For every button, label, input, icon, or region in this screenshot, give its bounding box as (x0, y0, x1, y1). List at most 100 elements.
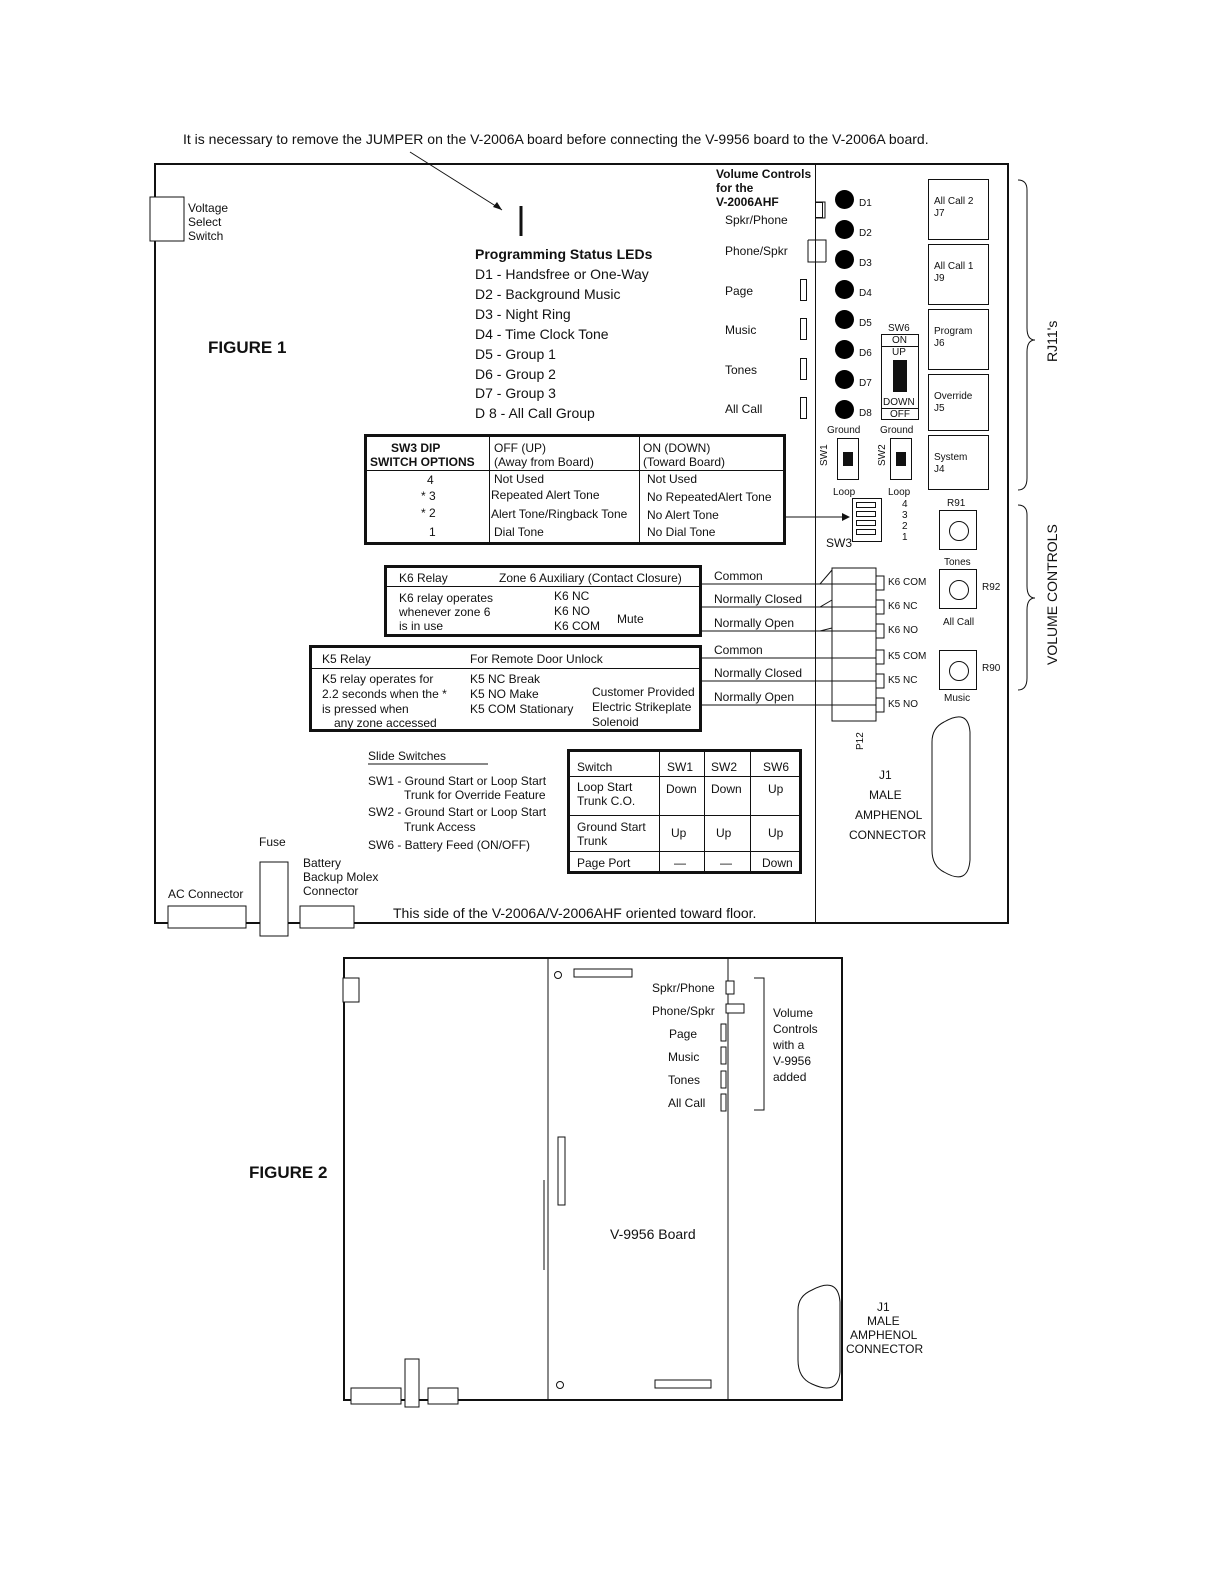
switch-settings-table: Switch SW1 SW2 SW6 Loop Start Trunk C.O.… (567, 749, 802, 874)
j1-label: J1 (879, 768, 892, 782)
switch-table-header: SW1 (667, 760, 694, 774)
switch-table-cell: Up (671, 826, 687, 840)
jumper-arrow (409, 151, 503, 211)
sw3-header: (Away from Board) (494, 455, 594, 469)
volume-control-label: All Call (725, 402, 763, 416)
k5-customer: Electric Strikeplate (592, 700, 692, 714)
sw3-num: 3 (902, 510, 908, 521)
k6-title: K6 Relay (399, 571, 448, 585)
slide-switch-item: SW2 - Ground Start or Loop Start (368, 805, 547, 819)
sw3-cell: Alert Tone/Ringback Tone (491, 507, 628, 521)
sw3-cell: 1 (429, 525, 436, 539)
sw3-cell: Repeated Alert Tone (491, 488, 600, 502)
k5-customer: Solenoid (592, 715, 639, 729)
led-d3 (835, 250, 854, 269)
leds-heading: Programming Status LEDs (475, 246, 653, 262)
sw2-loop: Loop (888, 487, 911, 498)
k5-relay-box: K5 Relay For Remote Door Unlock K5 relay… (309, 645, 702, 732)
switch-table-header: Switch (577, 760, 613, 774)
sw1-actuator (843, 452, 853, 466)
led-label: D4 (859, 288, 872, 299)
terminal-label: K6 NO (888, 625, 919, 636)
volume-control-label: Phone/Spkr (725, 244, 788, 258)
sw6-off: OFF (890, 409, 910, 420)
jack-j4: System J4 (928, 435, 989, 490)
jack-j7: All Call 2 J7 (928, 179, 989, 240)
led-d6 (835, 340, 854, 359)
sw2-ground: Ground (880, 425, 914, 436)
leds-list-item: D3 - Night Ring (475, 306, 571, 322)
k6-subtitle: Zone 6 Auxiliary (Contact Closure) (499, 571, 682, 585)
pot-knob-icon (949, 521, 969, 541)
led-d7 (835, 370, 854, 389)
sw3-header: SW3 DIP (391, 441, 441, 455)
j1-label: AMPHENOL (855, 808, 923, 822)
k5-contact: K5 NC Break (470, 672, 541, 686)
sw6-down: DOWN (883, 397, 915, 408)
leds-list-item: D5 - Group 1 (475, 346, 556, 362)
voltage-select-label-3: Switch (188, 229, 224, 243)
k6-desc: whenever zone 6 (399, 605, 491, 619)
switch-table-header: SW6 (763, 760, 790, 774)
leds-list-item: D6 - Group 2 (475, 366, 556, 382)
sw3-cell: Dial Tone (494, 525, 544, 539)
k5-contact: K5 NO Make (470, 687, 539, 701)
figure2-title: FIGURE 2 (249, 1163, 328, 1182)
pot-r91-label: Tones (944, 557, 971, 568)
sw3-header: SWITCH OPTIONS (370, 455, 475, 469)
k5-subtitle: For Remote Door Unlock (470, 652, 603, 666)
volume-heading-1: Volume Controls (716, 167, 812, 181)
fig2-volume-label: Phone/Spkr (652, 1004, 715, 1018)
sw3-num: 1 (902, 532, 908, 543)
fig2-j1-label: J1 (877, 1300, 890, 1314)
leds-list-item: D7 - Group 3 (475, 385, 556, 401)
k5-customer: Customer Provided (592, 685, 695, 699)
battery-label: Battery (303, 856, 342, 870)
jack-j5: Override J5 (928, 374, 989, 431)
sw6-actuator (893, 360, 907, 392)
led-label: D2 (859, 228, 872, 239)
pot-r91 (939, 510, 977, 550)
volume-slider (800, 358, 807, 380)
terminal-label: K6 COM (888, 577, 927, 588)
volume-control-label: Spkr/Phone (725, 213, 788, 227)
switch-table-cell: Down (711, 782, 742, 796)
fig2-j1-label: MALE (867, 1314, 900, 1328)
battery-label: Connector (303, 884, 359, 898)
switch-table-header: SW2 (711, 760, 738, 774)
leds-list-item: D4 - Time Clock Tone (475, 326, 609, 342)
k5-desc: 2.2 seconds when the * (322, 687, 447, 701)
volume-slider (815, 202, 823, 218)
jack-j9: All Call 1 J9 (928, 244, 989, 305)
sw3-cell: No Dial Tone (647, 525, 716, 539)
k5-desc: K5 relay operates for (322, 672, 434, 686)
switch-table-cell: Loop Start Trunk C.O. (577, 780, 636, 808)
sw3-num: 4 (902, 499, 908, 510)
wire-label: Normally Closed (714, 666, 803, 680)
sw3-header: (Toward Board) (643, 455, 726, 469)
volume-slider (800, 279, 807, 301)
sw3-cell: Not Used (494, 472, 545, 486)
k5-desc: any zone accessed (334, 716, 437, 730)
wire-label: Normally Open (714, 616, 795, 630)
pot-r90-name: R90 (982, 663, 1001, 674)
sw3-header: ON (DOWN) (643, 441, 711, 455)
volume-control-label: Page (725, 284, 754, 298)
k6-mute: Mute (617, 612, 644, 626)
fig2-volume-label: Page (669, 1027, 698, 1041)
voltage-select-label-1: Voltage (188, 201, 229, 215)
board-divider (815, 165, 816, 922)
k6-desc: is in use (399, 619, 444, 633)
terminal-label: K5 NC (888, 675, 918, 686)
sw2-actuator (896, 452, 906, 466)
terminal-label: K5 COM (888, 651, 927, 662)
k6-contact: K6 COM (554, 619, 601, 633)
switch-table-cell: — (674, 856, 686, 870)
volume-slider (800, 318, 807, 340)
fig2-volume-note: V-9956 (773, 1054, 812, 1068)
wire-label: Normally Open (714, 690, 795, 704)
fig2-j1-label: CONNECTOR (846, 1342, 924, 1356)
switch-table-cell: — (720, 856, 732, 870)
sw3-options-table: SW3 DIP SWITCH OPTIONS OFF (UP) (Away fr… (364, 434, 786, 545)
